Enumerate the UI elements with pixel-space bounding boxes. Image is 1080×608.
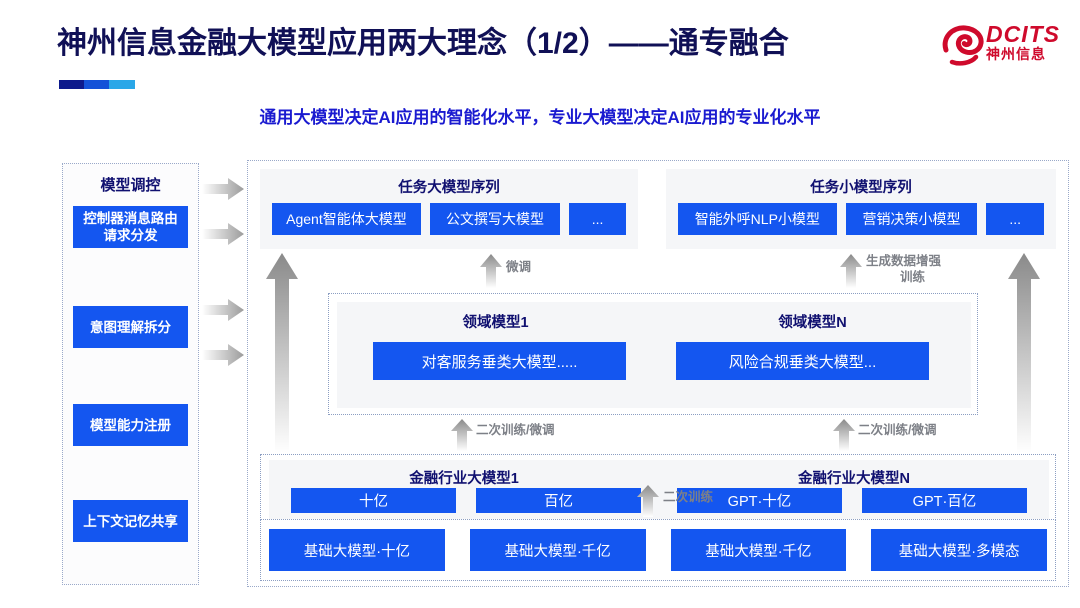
sidebar-item-intent-understanding[interactable]: 意图理解拆分 bbox=[73, 306, 188, 348]
label-data-augmentation-line1: 生成数据增强 bbox=[866, 254, 942, 268]
chip-base-hundred-billion-b[interactable]: 基础大模型·千亿 bbox=[670, 529, 847, 571]
task-small-model-panel: 任务小模型序列 智能外呼NLP小模型 营销决策小模型 ... bbox=[666, 169, 1056, 249]
logo-en-text: DCITS bbox=[986, 21, 1060, 47]
label-retrain-finetune-left: 二次训练/微调 bbox=[476, 423, 555, 437]
chip-risk-compliance-vertical-model[interactable]: 风险合规垂类大模型... bbox=[676, 342, 929, 380]
domain-model-n-title: 领域模型N bbox=[778, 315, 847, 331]
domain-model-inner: 领域模型1 对客服务垂类大模型..... 领域模型N 风险合规垂类大模型... bbox=[337, 302, 971, 408]
task-large-model-title: 任务大模型序列 bbox=[398, 180, 500, 196]
label-retrain: 二次训练 bbox=[663, 490, 714, 504]
connector-arrow-right-2 bbox=[202, 223, 244, 245]
sidebar-title: 模型调控 bbox=[100, 177, 161, 194]
chip-ind1-ten-billion[interactable]: 百亿 bbox=[476, 488, 641, 513]
chip-agent-large-model[interactable]: Agent智能体大模型 bbox=[272, 203, 421, 235]
domain-model-1-title: 领域模型1 bbox=[462, 315, 529, 331]
sidebar-item-controller-routing[interactable]: 控制器消息路由请求分发 bbox=[73, 206, 188, 248]
arrow-retrain-finetune-right bbox=[833, 419, 855, 451]
industry-model-n-title: 金融行业大模型N bbox=[798, 471, 910, 487]
chip-marketing-decision-model[interactable]: 营销决策小模型 bbox=[845, 203, 978, 235]
chip-ind1-billion[interactable]: 十亿 bbox=[291, 488, 456, 513]
domain-model-container: 领域模型1 对客服务垂类大模型..... 领域模型N 风险合规垂类大模型... bbox=[328, 293, 978, 415]
company-logo: DCITS 神州信息 bbox=[940, 20, 1068, 74]
label-data-augmentation-line2: 训练 bbox=[900, 270, 926, 284]
architecture-diagram: 任务大模型序列 Agent智能体大模型 公文撰写大模型 ... 任务小模型序列 … bbox=[247, 160, 1069, 587]
industry-model-1-title: 金融行业大模型1 bbox=[409, 471, 519, 487]
chip-indn-gpt-ten-billion[interactable]: GPT·百亿 bbox=[862, 488, 1027, 513]
label-retrain-finetune-right: 二次训练/微调 bbox=[858, 423, 937, 437]
chip-base-multimodal[interactable]: 基础大模型·多模态 bbox=[871, 529, 1047, 571]
base-model-container: 基础大模型·十亿 基础大模型·千亿 基础大模型·千亿 基础大模型·多模态 bbox=[260, 519, 1056, 581]
connector-arrow-right-1 bbox=[202, 178, 244, 200]
chip-outbound-nlp-model[interactable]: 智能外呼NLP小模型 bbox=[678, 203, 837, 235]
task-small-model-chips: 智能外呼NLP小模型 营销决策小模型 ... bbox=[666, 197, 1056, 245]
page-title: 神州信息金融大模型应用两大理念（1/2）——通专融合 bbox=[57, 27, 789, 60]
slide-subtitle: 通用大模型决定AI应用的智能化水平，专业大模型决定AI应用的专业化水平 bbox=[259, 108, 821, 127]
connector-arrow-right-4 bbox=[202, 344, 244, 366]
label-fine-tune: 微调 bbox=[506, 260, 532, 274]
chip-customer-service-vertical-model[interactable]: 对客服务垂类大模型..... bbox=[373, 342, 626, 380]
arrow-retrain bbox=[637, 485, 659, 517]
logo-cn-text: 神州信息 bbox=[986, 46, 1046, 62]
arrow-data-augmentation bbox=[840, 254, 862, 288]
chip-task-small-more[interactable]: ... bbox=[986, 203, 1044, 235]
tall-arrow-left bbox=[266, 253, 298, 453]
arrow-retrain-finetune-left bbox=[451, 419, 473, 451]
sidebar-item-capability-register[interactable]: 模型能力注册 bbox=[73, 404, 188, 446]
arrow-fine-tune bbox=[480, 254, 502, 288]
chip-indn-gpt-billion[interactable]: GPT·十亿 bbox=[677, 488, 842, 513]
chip-task-large-more[interactable]: ... bbox=[569, 203, 626, 235]
task-large-model-panel: 任务大模型序列 Agent智能体大模型 公文撰写大模型 ... bbox=[260, 169, 638, 249]
title-accent-bar bbox=[59, 80, 135, 89]
connector-arrow-right-3 bbox=[202, 299, 244, 321]
logo-wordmark: DCITS 神州信息 bbox=[986, 22, 1060, 63]
domain-model-n-panel: 领域模型N 风险合规垂类大模型... bbox=[654, 302, 971, 408]
chip-base-hundred-billion-a[interactable]: 基础大模型·千亿 bbox=[469, 529, 646, 571]
chip-document-writing-model[interactable]: 公文撰写大模型 bbox=[429, 203, 561, 235]
model-control-sidebar: 模型调控 控制器消息路由请求分发 意图理解拆分 模型能力注册 上下文记忆共享 bbox=[62, 163, 199, 585]
chip-base-billion[interactable]: 基础大模型·十亿 bbox=[269, 529, 445, 571]
dcits-swirl-icon bbox=[942, 25, 984, 66]
tall-arrow-right bbox=[1008, 253, 1040, 453]
base-model-chips: 基础大模型·十亿 基础大模型·千亿 基础大模型·千亿 基础大模型·多模态 bbox=[269, 529, 1047, 571]
task-small-model-title: 任务小模型序列 bbox=[810, 180, 912, 196]
task-large-model-chips: Agent智能体大模型 公文撰写大模型 ... bbox=[260, 197, 638, 245]
domain-model-1-panel: 领域模型1 对客服务垂类大模型..... bbox=[337, 302, 654, 408]
sidebar-item-context-memory[interactable]: 上下文记忆共享 bbox=[73, 500, 188, 542]
